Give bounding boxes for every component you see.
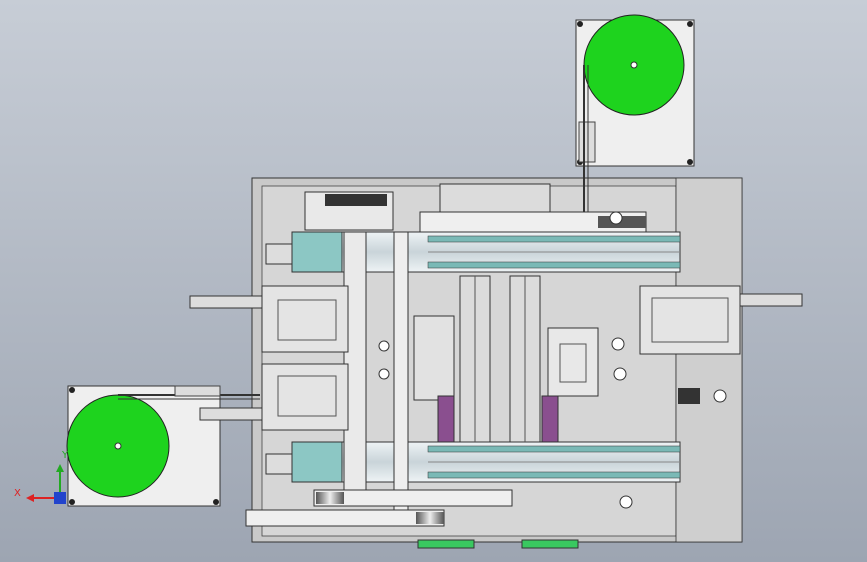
center-pick-module[interactable] xyxy=(413,315,599,401)
reel-unit-top-right[interactable] xyxy=(575,14,695,214)
purple-block-left xyxy=(437,395,455,443)
triad-y-label: Y xyxy=(61,450,69,461)
green-foot-right xyxy=(521,539,579,549)
green-foot-left xyxy=(417,539,475,549)
left-module-upper[interactable] xyxy=(189,285,349,353)
triad-x-label: X xyxy=(14,488,21,499)
rail-bottom[interactable] xyxy=(265,441,681,483)
coordinate-triad-icon: X Y xyxy=(14,450,69,504)
plate-holes xyxy=(378,211,633,509)
right-module[interactable] xyxy=(639,285,803,404)
left-module-lower[interactable] xyxy=(199,363,349,431)
purple-block-right xyxy=(541,395,559,443)
bottom-slide-bars[interactable] xyxy=(245,489,513,527)
top-header-assembly[interactable] xyxy=(304,183,647,235)
reel-unit-bottom-left[interactable] xyxy=(66,385,260,507)
rail-top[interactable] xyxy=(265,231,681,273)
